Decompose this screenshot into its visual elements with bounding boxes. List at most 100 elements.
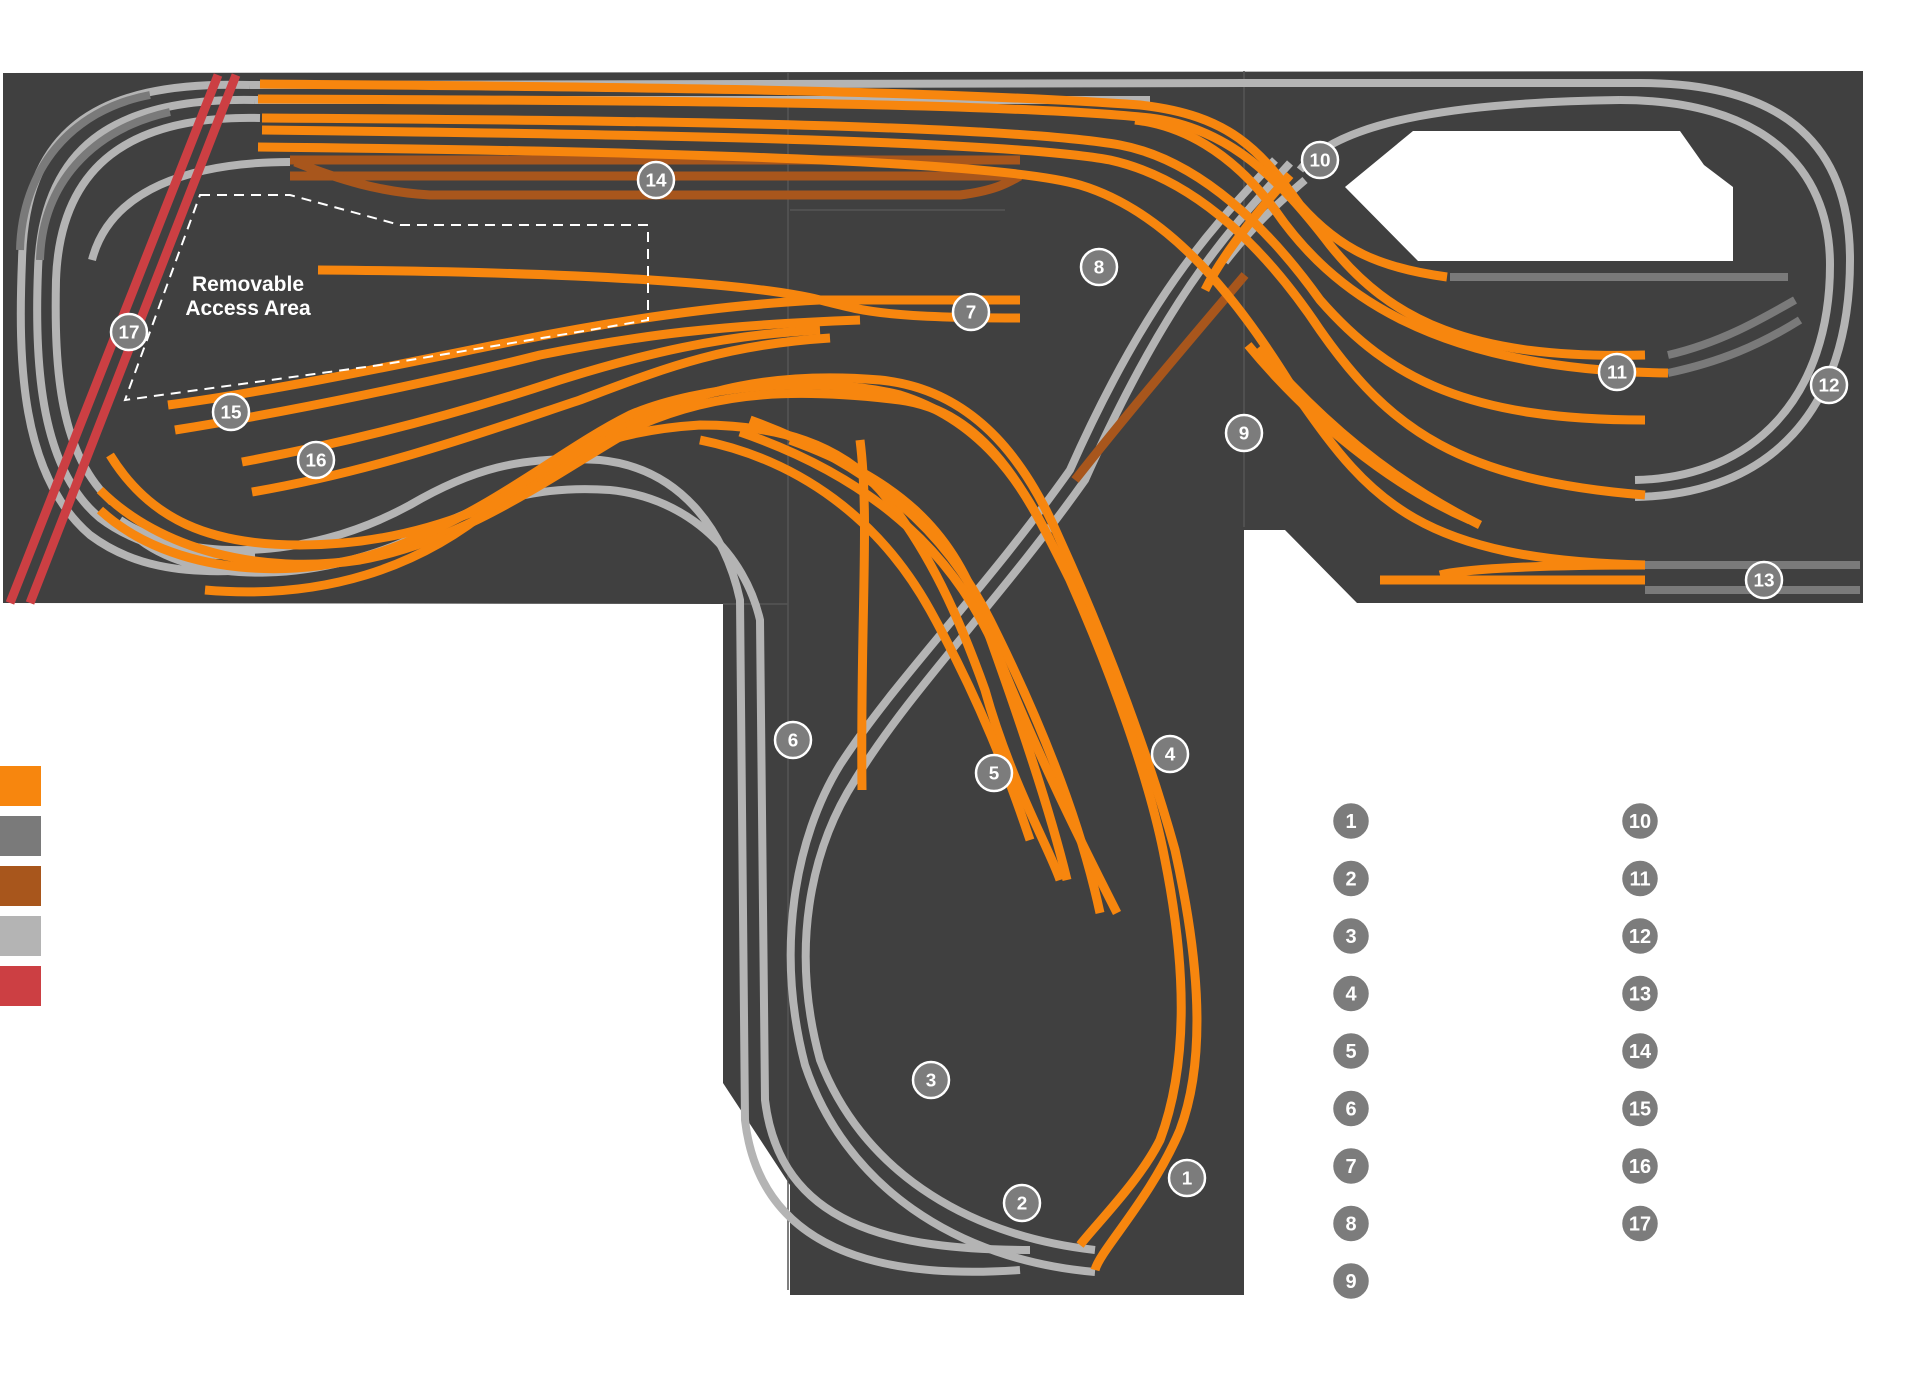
orange-tracks: [96, 79, 1669, 1272]
track-marker-10-circle: [1300, 140, 1340, 180]
track-marker-9-circle: [1224, 413, 1264, 453]
key-badge-9: 9: [1330, 1260, 1372, 1302]
track-marker-14-label: 14: [645, 170, 667, 191]
track-marker-11: 11: [1597, 352, 1637, 392]
access-area-label-line2: Access Area: [185, 297, 311, 320]
track-marker-11-label: 11: [1607, 362, 1627, 383]
track-marker-4-circle: [1150, 734, 1190, 774]
key-badge-10: 10: [1619, 800, 1661, 842]
key-badge-6: 6: [1330, 1088, 1372, 1129]
track-marker-6-circle: [773, 720, 813, 760]
key-badge-9-label: 9: [1345, 1271, 1356, 1293]
key-badge-5-circle: [1330, 1030, 1372, 1072]
key-badge-4-circle: [1330, 973, 1372, 1014]
track-marker-15: 15: [211, 392, 251, 432]
track-marker-17: 17: [109, 312, 149, 352]
track-marker-9: 9: [1224, 413, 1264, 453]
track-marker-7: 7: [951, 292, 991, 332]
key-badge-14-circle: [1619, 1030, 1661, 1072]
track-marker-17-circle: [109, 312, 149, 352]
track-marker-8: 8: [1079, 247, 1119, 287]
layout-board: [3, 71, 1863, 1295]
track-marker-8-label: 8: [1094, 257, 1105, 278]
key-badge-7: 7: [1330, 1145, 1372, 1187]
track-marker-2-label: 2: [1017, 1193, 1028, 1214]
track-marker-10: 10: [1300, 140, 1340, 180]
track-marker-1-circle: [1167, 1158, 1207, 1198]
key-badge-13: 13: [1619, 973, 1661, 1014]
key-badge-6-label: 6: [1345, 1098, 1356, 1120]
track-marker-3: 3: [911, 1060, 951, 1100]
track-marker-11-circle: [1597, 352, 1637, 392]
key-badge-2-circle: [1330, 858, 1372, 899]
access-area-label-line1: Removable: [192, 273, 304, 296]
key-badge-17-label: 17: [1629, 1213, 1651, 1235]
track-marker-1: 1: [1167, 1158, 1207, 1198]
track-marker-4-label: 4: [1165, 744, 1176, 765]
key-badge-9-circle: [1330, 1260, 1372, 1302]
key-badge-14: 14: [1619, 1030, 1661, 1072]
key-badge-6-circle: [1330, 1088, 1372, 1129]
key-badge-3-label: 3: [1345, 926, 1356, 948]
track-marker-4: 4: [1150, 734, 1190, 774]
track-marker-13: 13: [1744, 560, 1784, 600]
key-badge-14-label: 14: [1629, 1041, 1651, 1063]
track-marker-1-label: 1: [1182, 1168, 1193, 1189]
key-badge-3-circle: [1330, 915, 1372, 957]
legend-swatches: [0, 766, 41, 1006]
key-badge-13-label: 13: [1629, 983, 1651, 1005]
key-badge-1: 1: [1330, 800, 1372, 842]
track-marker-15-label: 15: [220, 402, 241, 423]
track-marker-16-circle: [296, 440, 336, 480]
key-badge-3: 3: [1330, 915, 1372, 957]
key-badge-2: 2: [1330, 858, 1372, 899]
track-marker-2: 2: [1002, 1183, 1042, 1223]
key-badge-16-label: 16: [1629, 1156, 1651, 1178]
track-marker-12-label: 12: [1818, 375, 1839, 396]
track-marker-3-label: 3: [926, 1070, 937, 1091]
key-badge-8: 8: [1330, 1203, 1372, 1244]
key-badge-15-label: 15: [1629, 1098, 1651, 1120]
key-badge-1-label: 1: [1345, 811, 1356, 833]
track-marker-7-circle: [951, 292, 991, 332]
track-marker-12: 12: [1809, 365, 1849, 405]
key-badge-7-label: 7: [1345, 1156, 1356, 1178]
key-badge-12-label: 12: [1629, 926, 1651, 948]
track-marker-12-circle: [1809, 365, 1849, 405]
dark-gray-tracks: [16, 91, 1860, 594]
key-badge-12-circle: [1619, 915, 1661, 957]
track-marker-16-label: 16: [305, 450, 326, 471]
board-base: [3, 71, 1863, 1295]
track-marker-5-label: 5: [989, 763, 1000, 784]
brown-track-swatch: [0, 866, 41, 906]
track-marker-16: 16: [296, 440, 336, 480]
track-marker-15-circle: [211, 392, 251, 432]
key-badge-11-circle: [1619, 858, 1661, 899]
key-badge-4-label: 4: [1345, 983, 1356, 1005]
key-badge-17-circle: [1619, 1203, 1661, 1244]
track-marker-17-label: 17: [118, 322, 139, 343]
access-area-outline: [123, 194, 649, 402]
key-badge-4: 4: [1330, 973, 1372, 1014]
track-marker-9-label: 9: [1239, 423, 1250, 444]
track-marker-8-circle: [1079, 247, 1119, 287]
track-marker-5-circle: [974, 753, 1014, 793]
track-marker-7-label: 7: [966, 302, 977, 323]
dark-gray-track-swatch: [0, 816, 41, 856]
key-badge-13-circle: [1619, 973, 1661, 1014]
key-badge-12: 12: [1619, 915, 1661, 957]
track-marker-10-label: 10: [1309, 150, 1330, 171]
key-badge-10-label: 10: [1629, 811, 1651, 833]
key-badge-15: 15: [1619, 1088, 1661, 1129]
key-badge-2-label: 2: [1345, 868, 1356, 890]
light-gray-track-swatch: [0, 916, 41, 956]
key-badge-16: 16: [1619, 1145, 1661, 1187]
key-badge-5: 5: [1330, 1030, 1372, 1072]
track-marker-2-circle: [1002, 1183, 1042, 1223]
key-badge-10-circle: [1619, 800, 1661, 842]
orange-track-swatch: [0, 766, 41, 806]
removable-access-area: Removable Access Area: [123, 194, 649, 402]
